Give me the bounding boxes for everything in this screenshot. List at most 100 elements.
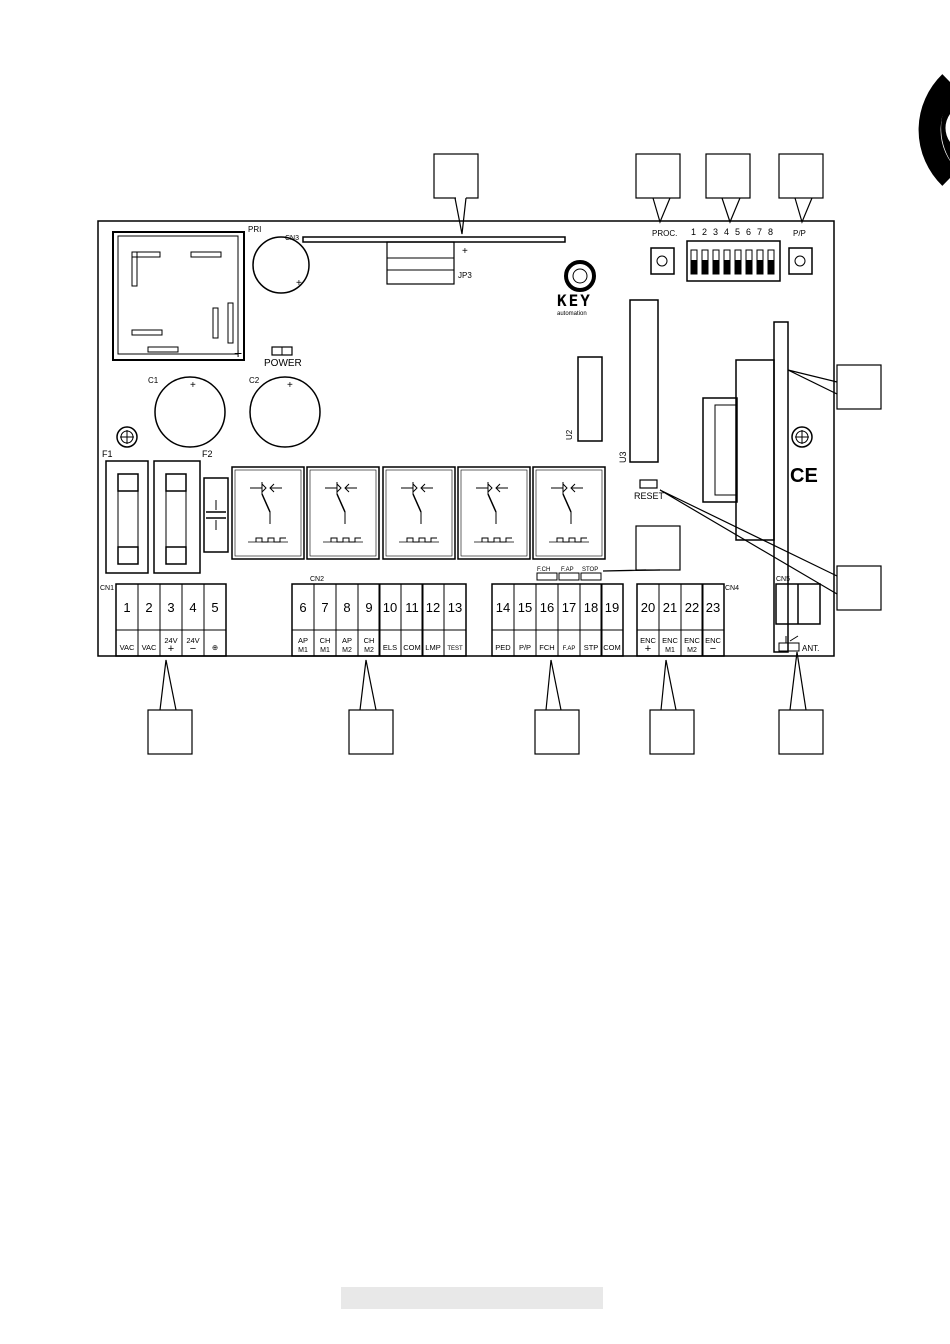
label-jp3: JP3 [458, 271, 472, 280]
screw-left-icon [116, 426, 138, 448]
terminal-label: PED [495, 643, 511, 652]
relay [457, 466, 531, 560]
callout-box-inputs [534, 709, 580, 755]
terminal-sublabel: + [645, 643, 651, 655]
terminal-number: 4 [189, 600, 196, 615]
terminal-sublabel: M2 [687, 647, 697, 654]
connector-cn3 [302, 236, 566, 243]
label-reset: RESET [634, 491, 665, 501]
capacitor-c2 [249, 376, 321, 448]
brand-subtitle: automation [557, 311, 587, 317]
brand-logo: KEY [557, 291, 592, 310]
label-cn3: CN3 [285, 235, 299, 242]
terminal-5[interactable]: 5⊕ [203, 583, 227, 657]
terminal-number: 11 [405, 600, 419, 615]
pri-plus: + [296, 278, 302, 289]
label-f2: F2 [202, 449, 213, 459]
callout-box-cn3 [433, 153, 479, 199]
terminal-number: 9 [365, 600, 372, 615]
callout-box-cn4 [649, 709, 695, 755]
relay [306, 466, 380, 560]
terminal-label: CH [320, 636, 331, 645]
label-led-fap: F.AP [561, 567, 574, 573]
callout-box-cn5 [778, 709, 824, 755]
pp-button[interactable] [788, 247, 813, 275]
terminal-label: TEST [447, 646, 463, 652]
capacitor-c1 [154, 376, 226, 448]
cn3-plus: + [462, 246, 468, 257]
terminal-number: 19 [605, 600, 619, 615]
callout-box-dip [705, 153, 751, 199]
fuse-f2 [153, 460, 201, 574]
terminal-label: AP [298, 636, 308, 645]
radio-receiver-module [702, 321, 789, 653]
terminal-label: FCH [539, 643, 554, 652]
label-cn1: CN1 [100, 585, 114, 592]
dip-switch[interactable] [686, 240, 781, 282]
label-led-stop: STOP [582, 567, 598, 573]
terminal-label: ELS [383, 643, 397, 652]
antenna-icon [778, 635, 800, 652]
terminal-number: 5 [211, 600, 218, 615]
relay [532, 466, 606, 560]
capacitor-pri [252, 236, 310, 294]
terminal-label: VAC [142, 643, 157, 652]
callout-box-cn1 [147, 709, 193, 755]
terminal-sublabel: M1 [298, 647, 308, 654]
terminal-number: 17 [562, 600, 576, 615]
callouts [147, 153, 882, 755]
label-u3: U3 [618, 451, 628, 463]
terminal-15[interactable]: 15P/P [513, 583, 537, 657]
dip-number: 6 [746, 227, 751, 237]
terminal-label: AP [342, 636, 352, 645]
terminal-number: 15 [518, 600, 532, 615]
callout-box-reset [836, 565, 882, 611]
terminal-number: 14 [496, 600, 510, 615]
relay [382, 466, 456, 560]
terminal-number: 22 [685, 600, 699, 615]
terminal-label: ENC [640, 636, 656, 645]
dip-number: 1 [691, 227, 696, 237]
terminal-label: 24V [164, 636, 177, 645]
callout-box-proc [635, 153, 681, 199]
relay [231, 466, 305, 560]
dip-number: 4 [724, 227, 729, 237]
screw-right-icon [791, 426, 813, 448]
terminal-label: ENC [684, 636, 700, 645]
terminal-number: 18 [584, 600, 598, 615]
chip-u3 [629, 299, 659, 463]
fuse-f1 [105, 460, 149, 574]
terminal-number: 23 [706, 600, 720, 615]
antenna-connector[interactable] [775, 583, 821, 625]
terminal-number: 12 [426, 600, 440, 615]
label-f1: F1 [102, 449, 113, 459]
status-leds [536, 572, 602, 581]
terminal-sublabel: + [168, 643, 174, 655]
dip-number: 3 [713, 227, 718, 237]
proc-button[interactable] [650, 247, 675, 275]
reset-button[interactable] [639, 479, 658, 489]
terminal-17[interactable]: 17F.AP [557, 583, 581, 657]
label-power: POWER [264, 358, 302, 369]
